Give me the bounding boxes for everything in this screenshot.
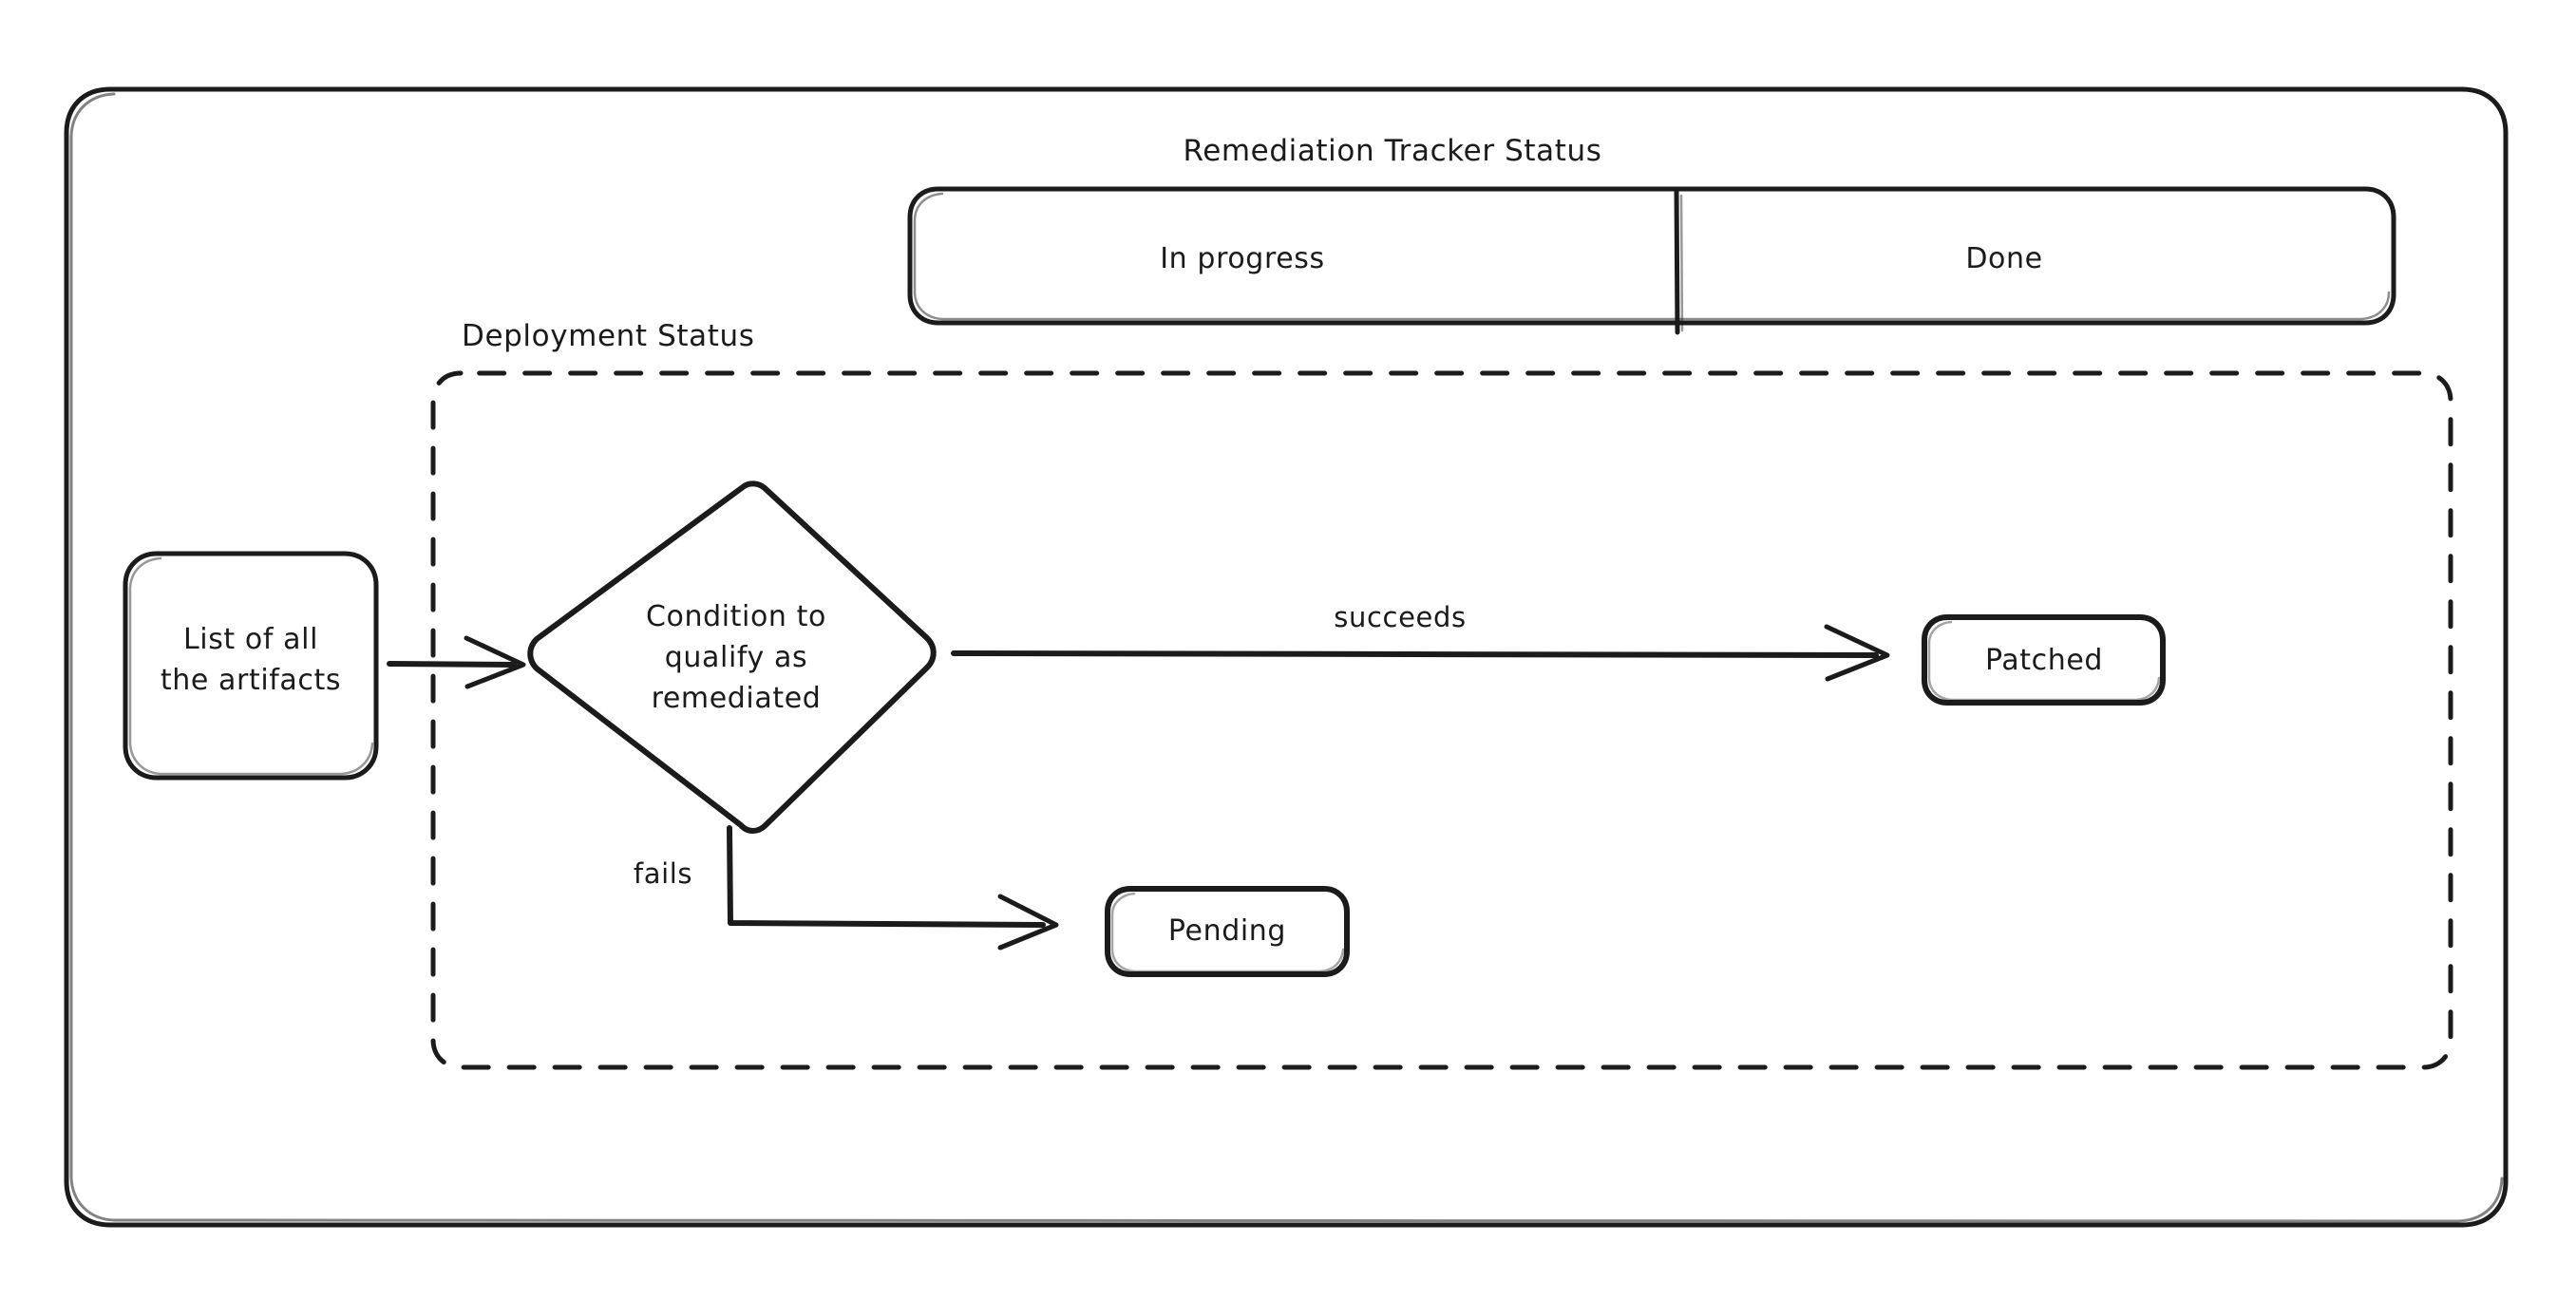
node-label-line: Condition to (646, 600, 826, 633)
edge-artifacts-to-condition (387, 635, 526, 689)
node-label-patched: Patched (1985, 644, 2103, 677)
node-label-line: remediated (652, 682, 822, 715)
node-list-of-all-the-artifacts[interactable]: List of all the artifacts (123, 551, 379, 781)
node-label-line: List of all (183, 623, 318, 656)
node-label-pending: Pending (1168, 914, 1286, 948)
group-box-deployment-status (430, 370, 2453, 1070)
node-label-line: qualify as (665, 641, 807, 674)
node-pending[interactable]: Pending (1105, 886, 1350, 977)
node-label-line: the artifacts (161, 664, 341, 697)
edge-condition-to-pending: fails (634, 825, 1059, 951)
swimlane-divider (1674, 187, 1680, 335)
outer-container (64, 86, 2509, 1228)
edge-label-fails: fails (634, 857, 692, 890)
swimlane-title: Remediation Tracker Status (1183, 134, 1601, 168)
edge-condition-to-patched: succeeds (951, 601, 1890, 682)
group-label-deployment-status: Deployment Status (462, 319, 754, 353)
swimlane-box (907, 186, 2396, 335)
node-condition-to-qualify-as-remediated[interactable]: Condition to qualify as remediated (527, 480, 937, 834)
node-patched[interactable]: Patched (1922, 614, 2166, 706)
swimlane-lane-in-progress: In progress (1160, 242, 1325, 275)
swimlane-lane-done: Done (1965, 242, 2042, 275)
edge-label-succeeds: succeeds (1334, 601, 1466, 633)
